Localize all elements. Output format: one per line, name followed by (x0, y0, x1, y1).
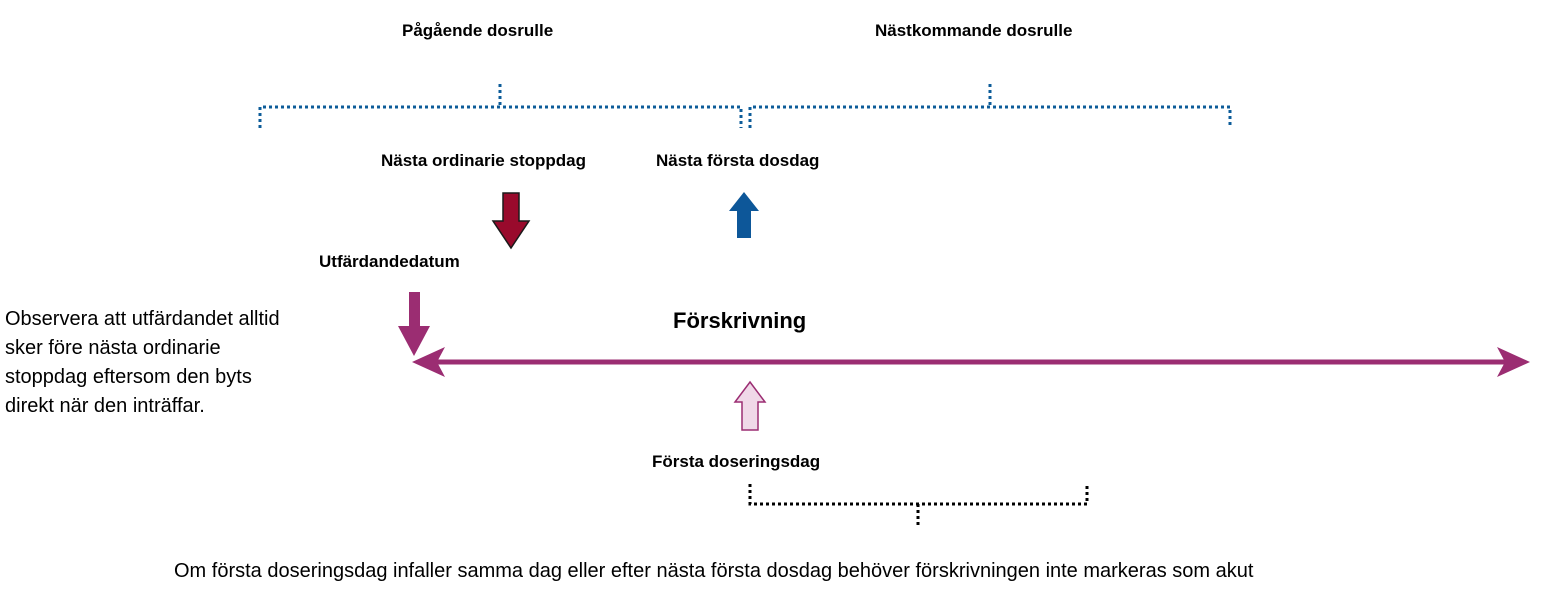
issue-date-arrow (398, 292, 430, 356)
next-roll-label: Nästkommande dosrulle (875, 21, 1073, 40)
current-roll-bracket (258, 84, 743, 128)
next-roll-bracket (748, 84, 1232, 128)
next-stop-day-label: Nästa ordinarie stoppdag (381, 151, 586, 170)
issue-note-line: direkt när den inträffar. (5, 395, 205, 417)
first-dose-day-arrow (729, 192, 759, 238)
prescription-timeline (412, 347, 1530, 377)
issue-note-line: Observera att utfärdandet alltid (5, 308, 280, 330)
prescription-label: Förskrivning (673, 308, 807, 333)
first-dosing-day-label: Första doseringsdag (652, 452, 821, 471)
issue-date-label: Utfärdandedatum (319, 252, 460, 271)
stop-day-arrow (491, 192, 531, 250)
current-roll-label: Pågående dosrulle (402, 21, 554, 40)
next-first-dose-day-label: Nästa första dosdag (656, 151, 820, 170)
issue-note-line: sker före nästa ordinarie (5, 337, 221, 359)
first-dosing-bracket (748, 484, 1089, 526)
issue-note: Observera att utfärdandet alltid sker fö… (5, 305, 280, 421)
bottom-note: Om första doseringsdag infaller samma da… (174, 560, 1254, 582)
issue-note-line: stoppdag eftersom den byts (5, 366, 252, 388)
first-dosing-day-arrow (733, 380, 767, 431)
